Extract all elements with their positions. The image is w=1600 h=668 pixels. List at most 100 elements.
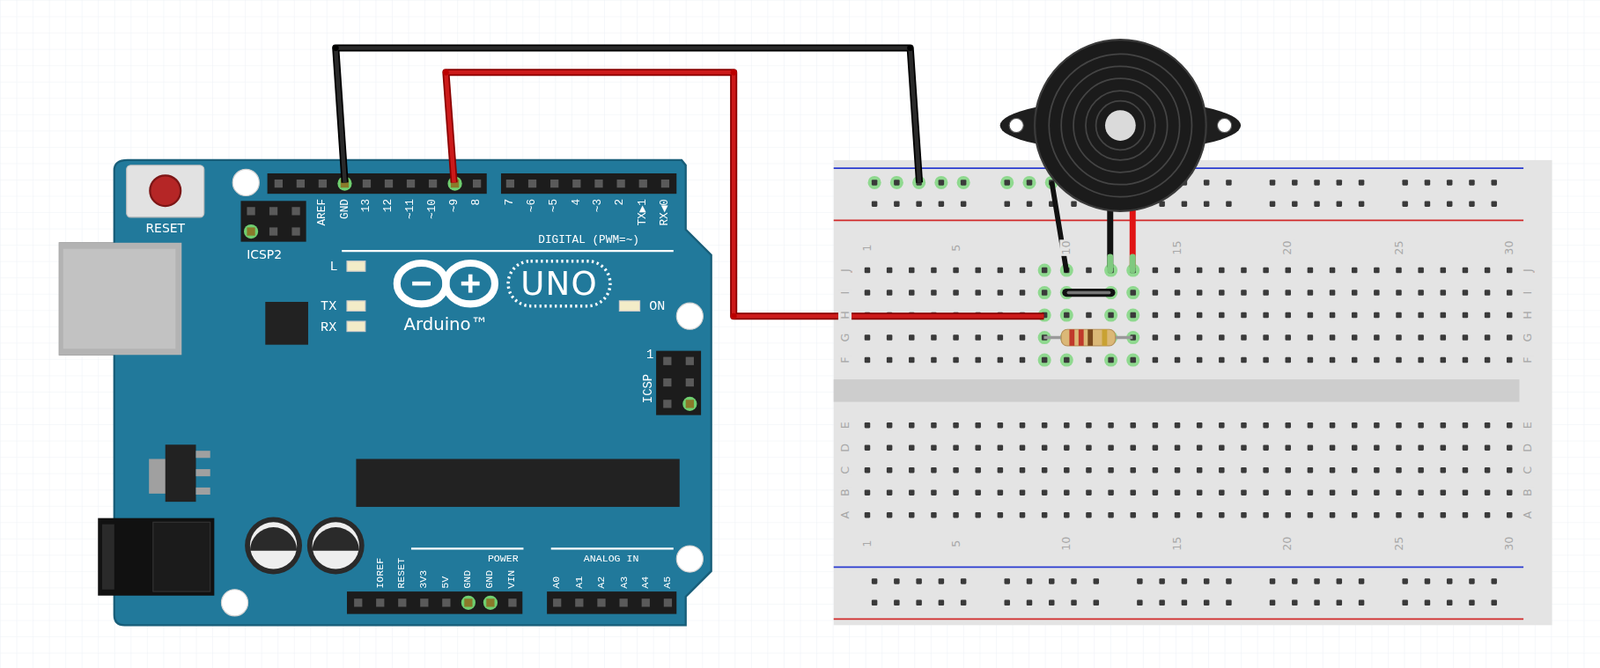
breadboard-hole <box>1218 467 1224 473</box>
barrel-jack-body <box>153 522 211 592</box>
breadboard-hole <box>1417 357 1424 363</box>
breadboard-hole <box>1468 578 1475 584</box>
breadboard-hole <box>1129 422 1136 428</box>
resistor-symbol <box>1061 329 1115 347</box>
breadboard-hole <box>930 512 937 518</box>
board-model: UNO <box>520 267 598 301</box>
capacitor-top <box>250 522 297 569</box>
hole-highlight <box>1060 309 1074 323</box>
breadboard-hole <box>1085 357 1092 363</box>
wire-bend <box>730 69 738 76</box>
header-pin <box>663 357 671 366</box>
pin-label: GND <box>339 199 351 220</box>
breadboard-hole <box>1313 179 1320 185</box>
breadboard-body <box>833 160 1553 626</box>
jumper-wire <box>1068 291 1109 295</box>
breadboard-hole <box>1462 489 1468 495</box>
led-label: L <box>329 259 338 273</box>
breadboard-hole <box>886 512 893 518</box>
jumper-wire <box>1066 288 1112 297</box>
breadboard-hole <box>960 578 966 584</box>
buzzer-ring <box>1048 53 1192 197</box>
breadboard-hole <box>871 600 878 606</box>
breadboard-hole <box>893 600 900 606</box>
breadboard-hole <box>1152 357 1158 363</box>
wires <box>332 44 1067 320</box>
header-pin <box>641 598 650 607</box>
breadboard-hole <box>1373 312 1379 318</box>
breadboard-hole <box>908 422 915 428</box>
breadboard-hole <box>1003 578 1010 584</box>
breadboard-hole <box>908 357 915 363</box>
breadboard-hole <box>1129 467 1136 473</box>
led <box>346 261 366 273</box>
header-pin <box>472 179 481 188</box>
breadboard-hole <box>1136 600 1143 606</box>
breadboard-hole <box>1329 422 1335 428</box>
breadboard-hole <box>938 179 944 185</box>
header-pin <box>663 598 672 607</box>
breadboard-hole <box>952 289 959 295</box>
breadboard-hole <box>1351 289 1357 295</box>
led <box>346 321 366 332</box>
breadboard-hole <box>1152 467 1158 473</box>
breadboard-hole <box>1506 312 1512 318</box>
wire <box>335 47 920 183</box>
breadboard-hole <box>915 578 922 584</box>
led <box>346 301 366 312</box>
row-letter: A <box>838 510 852 521</box>
buzzer-body <box>1034 39 1207 212</box>
breadboard-hole <box>1336 578 1342 584</box>
header-pin <box>575 598 583 607</box>
breadboard-hole <box>886 267 893 273</box>
breadboard-hole <box>1063 444 1070 450</box>
breadboard-hole <box>1174 312 1180 318</box>
breadboard-hole <box>1395 467 1401 473</box>
header-pin <box>663 378 671 387</box>
buzzer-hole <box>1009 117 1024 133</box>
breadboard-hole <box>1019 444 1025 450</box>
breadboard-hole <box>974 422 981 428</box>
breadboard-hole <box>1225 201 1232 207</box>
capacitor-mark <box>250 527 297 552</box>
breadboard-hole <box>1269 179 1276 185</box>
breadboard-hole <box>1417 334 1424 340</box>
breadboard-hole <box>1351 489 1357 495</box>
breadboard-hole <box>1446 179 1453 185</box>
breadboard-hole <box>1373 267 1379 273</box>
column-number: 30 <box>1502 239 1516 257</box>
header-pin <box>619 598 628 607</box>
header-pin <box>506 179 515 188</box>
breadboard-hole <box>997 289 1003 295</box>
row-letter: B <box>838 487 852 498</box>
breadboard-hole <box>1085 312 1092 318</box>
header-pin <box>486 598 495 607</box>
breadboard-hole <box>1196 489 1202 495</box>
icsp-header <box>656 351 701 416</box>
breadboard-hole <box>1490 201 1497 207</box>
breadboard-hole <box>1225 179 1232 185</box>
breadboard-hole <box>1285 334 1291 340</box>
breadboard-hole <box>871 578 878 584</box>
breadboard-hole <box>1019 489 1025 495</box>
breadboard-hole <box>974 267 981 273</box>
breadboard-hole <box>1417 444 1424 450</box>
row-letter: I <box>838 290 852 296</box>
breadboard-hole <box>997 422 1003 428</box>
breadboard-hole <box>1417 312 1424 318</box>
pin-highlight <box>483 596 498 611</box>
header-pin <box>552 598 561 607</box>
breadboard-hole <box>1351 357 1357 363</box>
header-label: 1 <box>646 348 654 362</box>
breadboard-hole <box>1440 267 1446 273</box>
breadboard-hole <box>1107 422 1114 428</box>
breadboard-hole <box>930 444 937 450</box>
breadboard-hole <box>1019 512 1025 518</box>
header-pin <box>639 179 648 188</box>
breadboard-hole <box>1506 289 1512 295</box>
breadboard-hole <box>1351 467 1357 473</box>
breadboard-hole <box>1262 444 1269 450</box>
breadboard-hole <box>1129 512 1136 518</box>
breadboard-hole <box>1152 444 1158 450</box>
breadboard-hole <box>1093 578 1099 584</box>
